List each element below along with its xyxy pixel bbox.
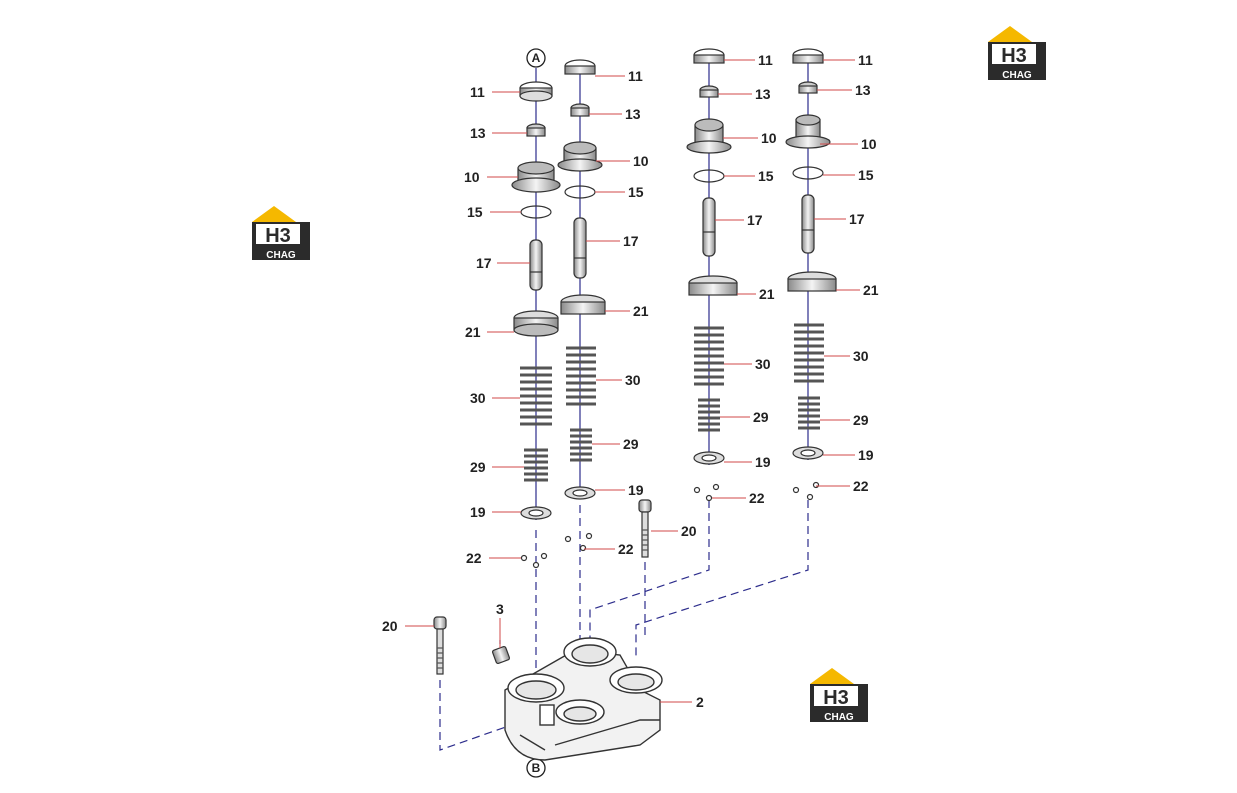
label-30: 30: [470, 390, 486, 406]
leader-lines: [405, 59, 860, 703]
logo-letters: H3: [1001, 45, 1027, 67]
marker-b: B: [526, 758, 546, 778]
plug-part: [491, 645, 511, 665]
label-20: 20: [681, 523, 697, 539]
label-13: 13: [755, 86, 771, 102]
svg-text:A: A: [532, 51, 541, 65]
label-13: 13: [625, 106, 641, 122]
marker-a: A: [526, 48, 546, 68]
label-15: 15: [467, 204, 483, 220]
label-17: 17: [747, 212, 763, 228]
h3-chag-logo-top-right: H3 CHAG: [988, 26, 1046, 81]
label-19: 19: [858, 447, 874, 463]
labels-column-1: 11 13 10 15 17 21 30 29 19 22: [464, 84, 492, 566]
label-10: 10: [633, 153, 649, 169]
label-19: 19: [470, 504, 486, 520]
h3-chag-logo-left: H3 CHAG: [252, 206, 310, 261]
h3-chag-logo-bottom-right: H3 CHAG: [810, 668, 868, 723]
label-29: 29: [753, 409, 769, 425]
label-11: 11: [628, 68, 643, 84]
label-17: 17: [623, 233, 639, 249]
label-15: 15: [858, 167, 874, 183]
label-30: 30: [755, 356, 771, 372]
labels-base: 20 3 2: [382, 601, 704, 710]
label-21: 21: [759, 286, 775, 302]
label-10: 10: [761, 130, 777, 146]
label-10: 10: [464, 169, 480, 185]
label-11: 11: [758, 52, 773, 68]
label-20: 20: [382, 618, 398, 634]
label-21: 21: [863, 282, 879, 298]
logo-word: CHAG: [1002, 70, 1032, 81]
label-21: 21: [633, 303, 649, 319]
label-2: 2: [696, 694, 704, 710]
label-29: 29: [853, 412, 869, 428]
labels-column-4: 11 13 10 15 17 21 30 29 19 22: [849, 52, 879, 494]
label-19: 19: [628, 482, 644, 498]
label-17: 17: [849, 211, 865, 227]
label-11: 11: [470, 84, 485, 100]
label-21: 21: [465, 324, 481, 340]
label-15: 15: [758, 168, 774, 184]
label-3: 3: [496, 601, 504, 617]
column-1-parts: [511, 81, 561, 569]
valve-housing: [504, 637, 663, 761]
logo-letters: H3: [265, 225, 291, 247]
bolt-middle: [638, 499, 652, 558]
label-29: 29: [470, 459, 486, 475]
labels-column-3: 11 13 10 15 17 21 30 29 19 22: [747, 52, 777, 506]
logo-word: CHAG: [266, 250, 296, 261]
label-19: 19: [755, 454, 771, 470]
label-22: 22: [466, 550, 482, 566]
label-11: 11: [858, 52, 873, 68]
label-15: 15: [628, 184, 644, 200]
label-13: 13: [470, 125, 486, 141]
label-22: 22: [749, 490, 765, 506]
label-30: 30: [853, 348, 869, 364]
logo-word: CHAG: [824, 712, 854, 723]
column-3-parts: [686, 48, 738, 502]
label-22: 22: [618, 541, 634, 557]
label-29: 29: [623, 436, 639, 452]
bolt-left: [433, 616, 447, 675]
labels-column-2: 11 13 10 15 17 21 30 29 19 22 20: [618, 68, 697, 557]
column-2-parts: [557, 59, 606, 552]
column-4-parts: [785, 48, 837, 501]
label-17: 17: [476, 255, 492, 271]
label-30: 30: [625, 372, 641, 388]
label-22: 22: [853, 478, 869, 494]
logo-letters: H3: [823, 687, 849, 709]
label-10: 10: [861, 136, 877, 152]
label-13: 13: [855, 82, 871, 98]
svg-text:B: B: [532, 761, 541, 775]
